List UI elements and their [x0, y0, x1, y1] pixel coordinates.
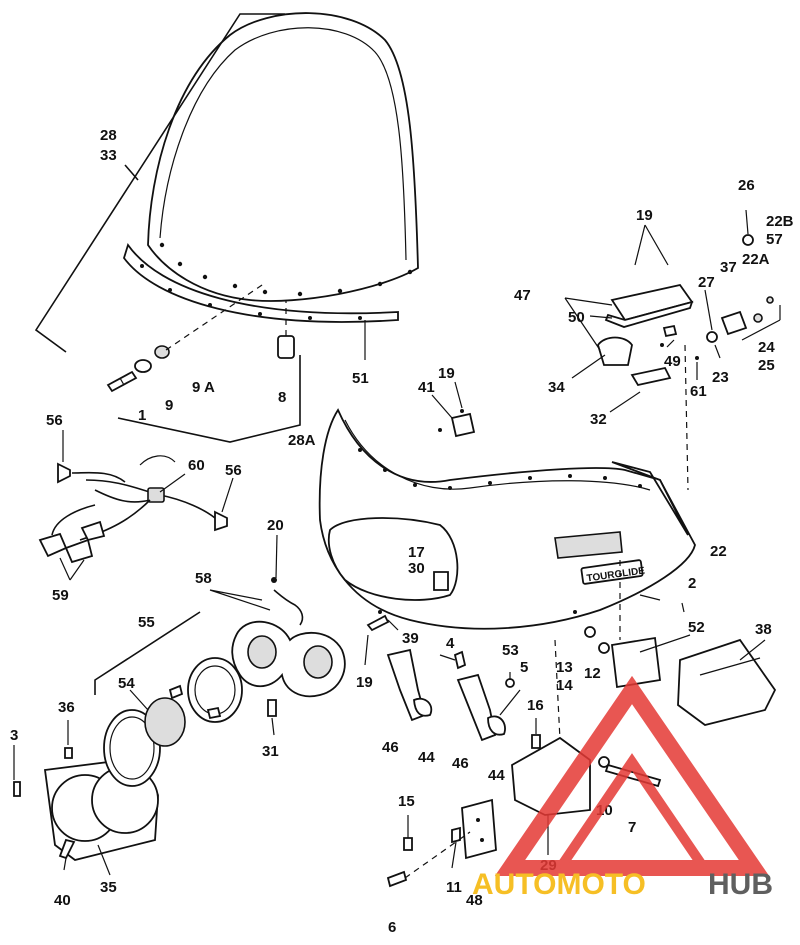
- part-label-28a: 28A: [288, 432, 316, 449]
- part-label-8: 8: [278, 389, 286, 406]
- part-label-19-top: 19: [438, 365, 455, 382]
- screw-39: [366, 614, 390, 632]
- part-label-51: 51: [352, 370, 369, 387]
- part-label-34: 34: [548, 379, 565, 396]
- part-label-61: 61: [690, 383, 707, 400]
- part-label-52: 52: [688, 619, 705, 636]
- part-label-14: 14: [556, 677, 573, 694]
- part-label-4: 4: [446, 635, 455, 652]
- part-label-49: 49: [664, 353, 681, 370]
- part-label-48: 48: [466, 892, 483, 909]
- fairing-body: TOURGLIDE: [318, 408, 696, 630]
- part-label-46-left: 46: [382, 739, 399, 756]
- part-label-1: 1: [138, 407, 146, 424]
- part-label-19-right: 19: [636, 207, 653, 224]
- part-label-56-right: 56: [225, 462, 242, 479]
- part-label-35: 35: [100, 879, 117, 896]
- part-number-labels: 28 33 1 9 9 A 8 28A 51 56 60 56 59 20 58…: [10, 127, 794, 936]
- part-label-9: 9: [165, 397, 173, 414]
- part-label-12: 12: [584, 665, 601, 682]
- part-label-13: 13: [556, 659, 573, 676]
- part-label-16: 16: [527, 697, 544, 714]
- part-label-22a: 22A: [742, 251, 770, 268]
- part-label-17: 17: [408, 544, 425, 561]
- watermark-text-hub: HUB: [708, 868, 773, 901]
- part-label-32: 32: [590, 411, 607, 428]
- part-label-7: 7: [628, 819, 636, 836]
- mounting-brackets: [386, 648, 541, 749]
- part-label-11: 11: [446, 879, 462, 896]
- part-label-58: 58: [195, 570, 212, 587]
- wiring-harness: [38, 455, 228, 564]
- storage-compartment: [597, 234, 774, 387]
- part-label-36: 36: [58, 699, 75, 716]
- part-label-50: 50: [568, 309, 585, 326]
- part-label-33: 33: [100, 147, 117, 164]
- part-label-28: 28: [100, 127, 117, 144]
- part-label-57: 57: [766, 231, 783, 248]
- part-label-44-right: 44: [488, 767, 505, 784]
- part-label-20: 20: [267, 517, 284, 534]
- clip-41: [438, 409, 476, 438]
- part-label-22: 22: [710, 543, 727, 560]
- part-label-9a: 9 A: [192, 379, 215, 396]
- part-label-22b: 22B: [766, 213, 794, 230]
- part-label-25: 25: [758, 357, 775, 374]
- part-label-53: 53: [502, 642, 519, 659]
- part-label-44-left: 44: [418, 749, 435, 766]
- turn-signal-lens: [584, 626, 777, 726]
- part-label-19-mid: 19: [356, 674, 373, 691]
- part-label-5: 5: [520, 659, 528, 676]
- part-label-56-left: 56: [46, 412, 63, 429]
- watermark-text-automoto: AUTOMOTO: [472, 868, 646, 901]
- part-label-40: 40: [54, 892, 71, 909]
- part-label-31: 31: [262, 743, 279, 760]
- part-label-38: 38: [755, 621, 772, 638]
- part-label-26: 26: [738, 177, 755, 194]
- part-label-3: 3: [10, 727, 18, 744]
- part-label-30: 30: [408, 560, 425, 577]
- part-label-27: 27: [698, 274, 715, 291]
- part-label-39: 39: [402, 630, 419, 647]
- part-label-41: 41: [418, 379, 435, 396]
- part-label-2: 2: [688, 575, 696, 592]
- windshield: [123, 12, 419, 323]
- bracket-29-plate-48: [386, 736, 662, 888]
- part-label-6: 6: [388, 919, 396, 936]
- part-label-15: 15: [398, 793, 415, 810]
- part-label-47: 47: [514, 287, 531, 304]
- part-label-37: 37: [720, 259, 737, 276]
- part-label-54: 54: [118, 675, 135, 692]
- part-label-59: 59: [52, 587, 69, 604]
- part-label-23: 23: [712, 369, 729, 386]
- part-label-24: 24: [758, 339, 775, 356]
- part-label-60: 60: [188, 457, 205, 474]
- part-label-46-right: 46: [452, 755, 469, 772]
- watermark-logo: AUTOMOTO HUB: [472, 675, 773, 901]
- part-label-55: 55: [138, 614, 155, 631]
- headlight-assembly: [13, 577, 346, 861]
